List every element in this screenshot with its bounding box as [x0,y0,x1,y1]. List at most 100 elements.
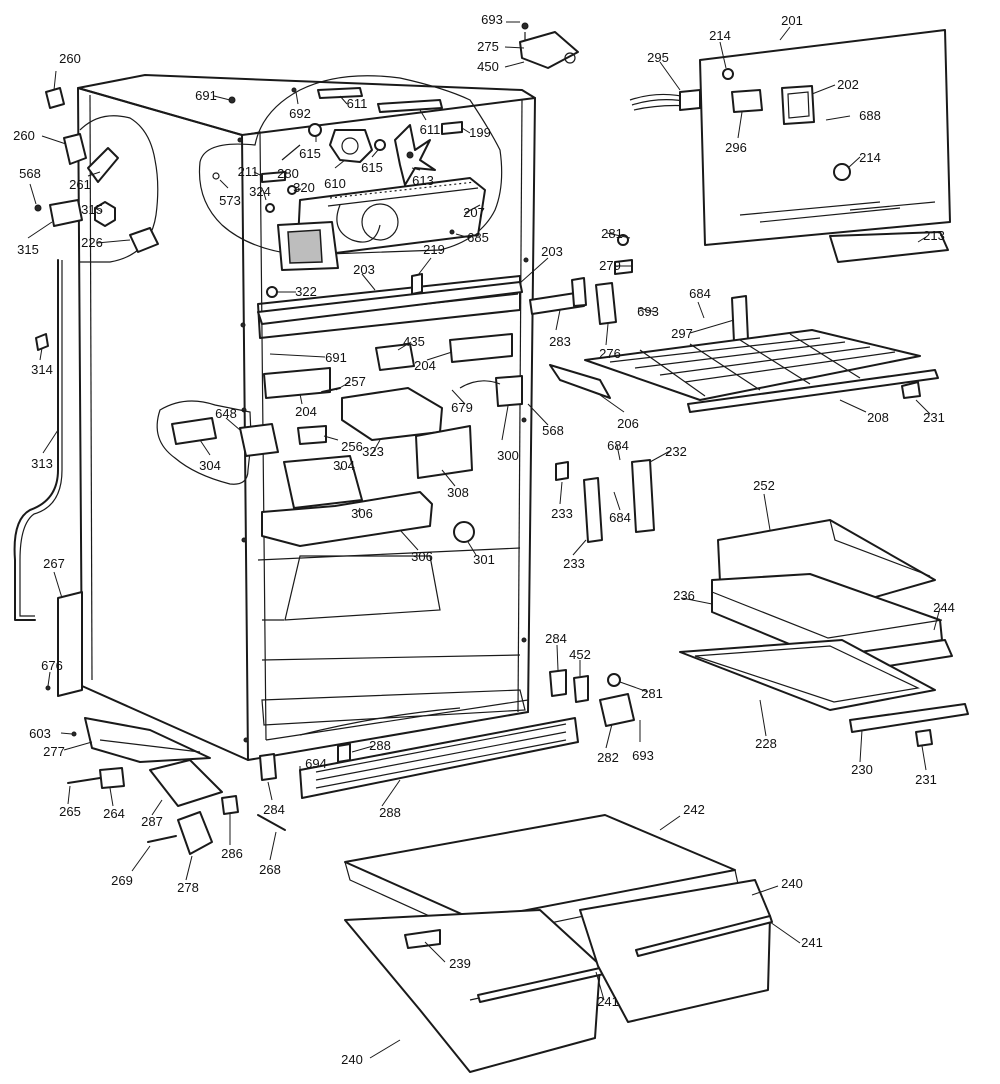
side-panel-267 [57,591,83,697]
callout-label: 268 [259,862,281,877]
callout-label: 283 [549,334,571,349]
callout-label: 240 [781,876,803,891]
callout-label: 214 [859,150,881,165]
callout-label: 213 [923,228,945,243]
callout-label: 204 [295,404,317,419]
callout-label: 241 [801,935,823,950]
hinge-275 [519,22,579,69]
callout-label: 278 [177,880,199,895]
callout-label: 203 [353,262,375,277]
rivet-211 [261,171,286,183]
plug-322 [266,286,278,298]
callout-label: 208 [867,410,889,425]
callout-label: 611 [420,122,441,137]
callout-label: 308 [447,485,469,500]
freezer-air-duct [277,221,339,271]
callout-label: 204 [414,358,436,373]
callout-label: 279 [599,258,621,273]
screw-268 [257,814,286,831]
damper-300 [459,375,523,407]
callout-label: 261 [69,177,91,192]
cover-308 [415,425,473,479]
callout-label: 306 [411,549,433,564]
callout-label: 435 [403,334,425,349]
callout-label: 688 [859,108,881,123]
callout-label: 452 [569,647,591,662]
callout-label: 226 [81,235,103,250]
callout-label: 320 [293,180,315,195]
callout-label: 233 [563,556,585,571]
callout-label: 231 [923,410,945,425]
control-bracket-323 [341,387,443,441]
callout-label: 322 [295,284,317,299]
grommet-615a [308,123,322,137]
callout-label: 284 [545,631,567,646]
control-box-304b [283,455,363,509]
callout-label: 264 [103,806,125,821]
callout-label: 260 [59,51,81,66]
clip-231-lower [915,729,933,747]
clip-231-upper [901,381,921,399]
crisper-drawer-left-240 [344,909,605,1073]
screw-219 [411,273,423,295]
callout-label: 693 [632,748,654,763]
axle-265 [67,777,101,784]
leveler-286 [221,795,239,815]
callout-label: 568 [19,166,41,181]
clip-573 [212,172,220,180]
callout-label: 450 [477,59,499,74]
bolt-269 [147,835,177,843]
callout-label: 679 [451,400,473,415]
hinge-282 [599,693,635,727]
callout-label: 214 [709,28,731,43]
hinge-bracket-284-lower [259,753,277,781]
roller-264 [99,767,125,789]
part-number-callouts: 6932754502142012952026882962142132602606… [13,12,955,1067]
callout-label: 691 [325,350,347,365]
callout-label: 228 [755,736,777,751]
evaporator-fan-assembly [329,124,436,186]
callout-label: 282 [597,750,619,765]
screw-603 [71,731,77,737]
thermostat-648 [239,423,279,457]
callout-label: 304 [333,458,355,473]
callout-label: 241 [597,994,619,1009]
callout-label: 244 [933,600,955,615]
callout-label: 684 [609,510,631,525]
callout-label: 236 [673,588,695,603]
control-knob-304a [171,417,217,445]
light-housing-306 [261,491,433,547]
callout-label: 199 [469,125,491,140]
fan-bracket-611 [317,87,443,113]
screw-692 [291,87,297,93]
callout-label: 202 [837,77,859,92]
callout-label: 203 [541,244,563,259]
door-panel-201 [699,29,951,246]
screw-685 [449,229,455,235]
freezer-components-outline [198,75,503,256]
drain-trough-203 [257,281,523,325]
callout-label: 323 [362,444,384,459]
callout-label: 313 [31,456,53,471]
kick-grille-288 [299,717,579,799]
callout-label: 684 [689,286,711,301]
callout-label: 301 [473,552,495,567]
callout-label: 232 [665,444,687,459]
callout-label: 267 [43,556,65,571]
callout-label: 297 [671,326,693,341]
shelf-ladder-232 [631,459,655,533]
control-area-outline [156,400,252,485]
light-bulb-301 [453,521,475,543]
drawer-rail-239 [404,929,441,949]
bracket-452 [573,675,589,703]
bracket-204-upper [449,333,513,363]
callout-label: 288 [369,738,391,753]
shelf-clip-233-top [555,461,569,481]
callout-label: 230 [851,762,873,777]
callout-label: 684 [607,438,629,453]
callout-label: 211 [238,164,259,179]
roller-bracket-287 [149,759,223,807]
callout-label: 240 [341,1052,363,1067]
water-valve-fittings [34,87,159,253]
